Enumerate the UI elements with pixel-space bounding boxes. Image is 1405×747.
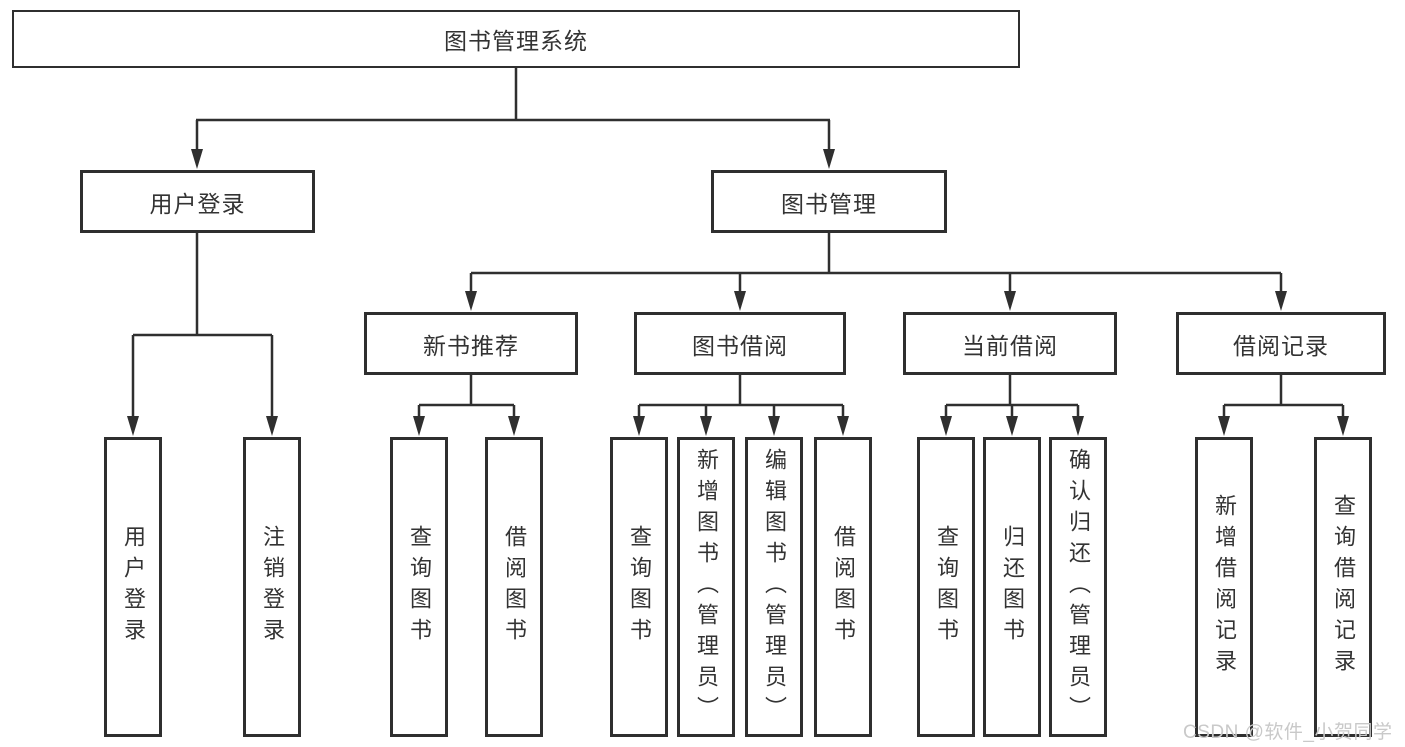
node-leaf-query-books-2: 查询图书 <box>610 437 668 737</box>
arrowheads-root-branch <box>191 149 835 169</box>
edge-borrow-records-branch <box>1222 375 1345 419</box>
leaf-label: 新增图书（管理员） <box>694 447 719 727</box>
leaf-label: 借阅图书 <box>502 525 527 649</box>
arrowheads-new-book-branch <box>413 416 520 436</box>
node-leaf-user-login: 用户登录 <box>104 437 162 737</box>
leaf-label: 查询图书 <box>934 525 959 649</box>
node-leaf-query-books-3: 查询图书 <box>917 437 975 737</box>
node-new-book-recommend-label: 新书推荐 <box>423 332 519 359</box>
node-leaf-edit-books-admin: 编辑图书（管理员） <box>745 437 803 737</box>
leaf-label: 用户登录 <box>121 525 146 649</box>
node-book-borrow: 图书借阅 <box>634 312 846 375</box>
node-borrow-records: 借阅记录 <box>1176 312 1386 375</box>
leaf-label: 归还图书 <box>1000 525 1025 649</box>
edge-user-login-branch <box>131 233 274 419</box>
node-borrow-records-label: 借阅记录 <box>1233 332 1329 359</box>
node-current-borrow: 当前借阅 <box>903 312 1117 375</box>
arrowheads-book-borrow-branch <box>633 416 849 436</box>
leaf-label: 编辑图书（管理员） <box>762 447 787 727</box>
edge-current-borrow-branch <box>944 375 1080 419</box>
edge-book-borrow-branch <box>637 375 845 419</box>
leaf-label: 注销登录 <box>260 525 285 649</box>
node-leaf-add-books-admin: 新增图书（管理员） <box>677 437 735 737</box>
leaf-label: 确认归还（管理员） <box>1066 447 1091 727</box>
edge-book-management-branch <box>469 233 1283 294</box>
edge-root-branch <box>195 68 831 152</box>
arrowheads-current-borrow-branch <box>940 416 1084 436</box>
node-root-label: 图书管理系统 <box>444 28 588 54</box>
arrowheads-borrow-records-branch <box>1218 416 1349 436</box>
csdn-watermark: CSDN @软件_小贺同学 <box>1183 722 1393 743</box>
node-leaf-add-borrow-record: 新增借阅记录 <box>1195 437 1253 737</box>
node-user-login-label: 用户登录 <box>149 190 246 217</box>
arrowheads-user-login-branch <box>127 416 278 436</box>
node-book-borrow-label: 图书借阅 <box>692 332 788 359</box>
node-new-book-recommend: 新书推荐 <box>364 312 578 375</box>
arrowheads-book-management-branch <box>465 291 1287 311</box>
node-leaf-borrow-books-1: 借阅图书 <box>485 437 543 737</box>
node-leaf-return-books: 归还图书 <box>983 437 1041 737</box>
node-root-library-system: 图书管理系统 <box>12 10 1020 68</box>
node-leaf-query-books-1: 查询图书 <box>390 437 448 737</box>
node-book-management: 图书管理 <box>711 170 947 233</box>
leaf-label: 查询借阅记录 <box>1331 494 1356 680</box>
node-book-management-label: 图书管理 <box>781 190 877 217</box>
leaf-label: 查询图书 <box>407 525 432 649</box>
leaf-label: 新增借阅记录 <box>1212 494 1237 680</box>
leaf-label: 借阅图书 <box>831 525 856 649</box>
leaf-label: 查询图书 <box>627 525 652 649</box>
node-current-borrow-label: 当前借阅 <box>962 332 1058 359</box>
node-leaf-query-borrow-record: 查询借阅记录 <box>1314 437 1372 737</box>
node-leaf-logout: 注销登录 <box>243 437 301 737</box>
node-leaf-confirm-return-admin: 确认归还（管理员） <box>1049 437 1107 737</box>
node-user-login: 用户登录 <box>80 170 315 233</box>
node-leaf-borrow-books-2: 借阅图书 <box>814 437 872 737</box>
edge-new-book-branch <box>417 375 516 419</box>
